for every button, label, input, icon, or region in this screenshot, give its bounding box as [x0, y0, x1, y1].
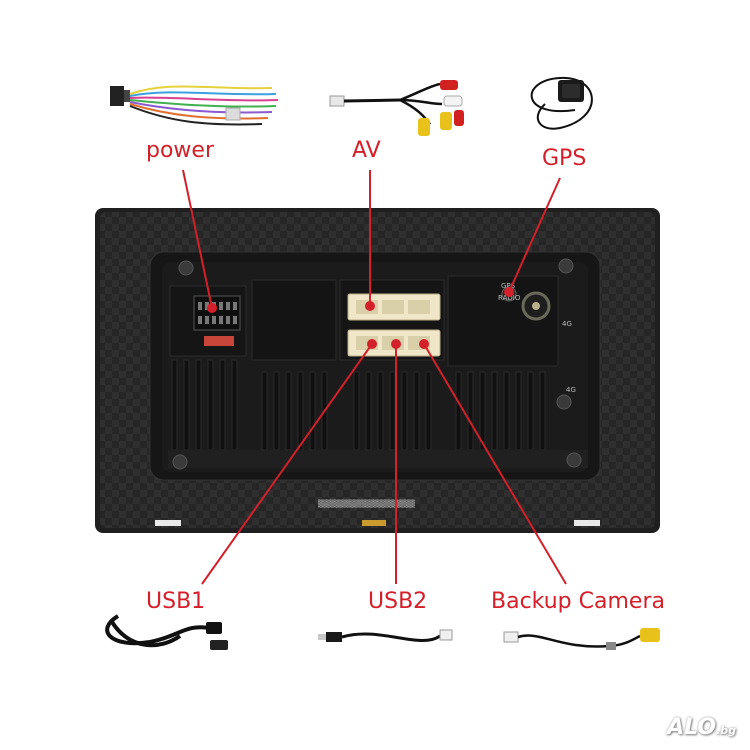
callout-lines: [182, 169, 567, 585]
label-usb2: USB2: [368, 589, 428, 614]
screw-icon: [172, 258, 582, 470]
usb2-cable: [318, 629, 453, 642]
power-connector-port: [193, 295, 241, 346]
svg-text:RADIO: RADIO: [498, 294, 521, 302]
power-harness-cable: [110, 85, 279, 126]
label-backup-camera: Backup Camera: [491, 589, 665, 614]
svg-text:GPS: GPS: [501, 282, 516, 290]
av-connector-port: [347, 293, 441, 321]
watermark-logo: ALO.bg: [667, 715, 736, 740]
watermark-suffix: .bg: [716, 724, 736, 737]
watermark-main: ALO: [667, 715, 717, 740]
svg-text:4G: 4G: [566, 386, 576, 394]
usb1-cable: [105, 614, 228, 650]
head-unit-back-panel: ▒▒▒▒▒▒▒▒▒▒▒▒▒▒▒▒▒▒: [95, 208, 660, 533]
label-av: AV: [352, 138, 381, 163]
svg-text:▒▒▒▒▒▒▒▒▒▒▒▒▒▒▒▒▒▒: ▒▒▒▒▒▒▒▒▒▒▒▒▒▒▒▒▒▒: [318, 499, 416, 508]
label-usb1: USB1: [146, 589, 206, 614]
label-gps: GPS: [542, 146, 587, 171]
callout-dots: [207, 287, 514, 349]
svg-text:4G: 4G: [562, 320, 572, 328]
backup-camera-cable: [503, 628, 660, 650]
gps-antenna: [530, 76, 593, 130]
av-rca-cable: [329, 80, 464, 136]
label-power: power: [146, 138, 214, 163]
